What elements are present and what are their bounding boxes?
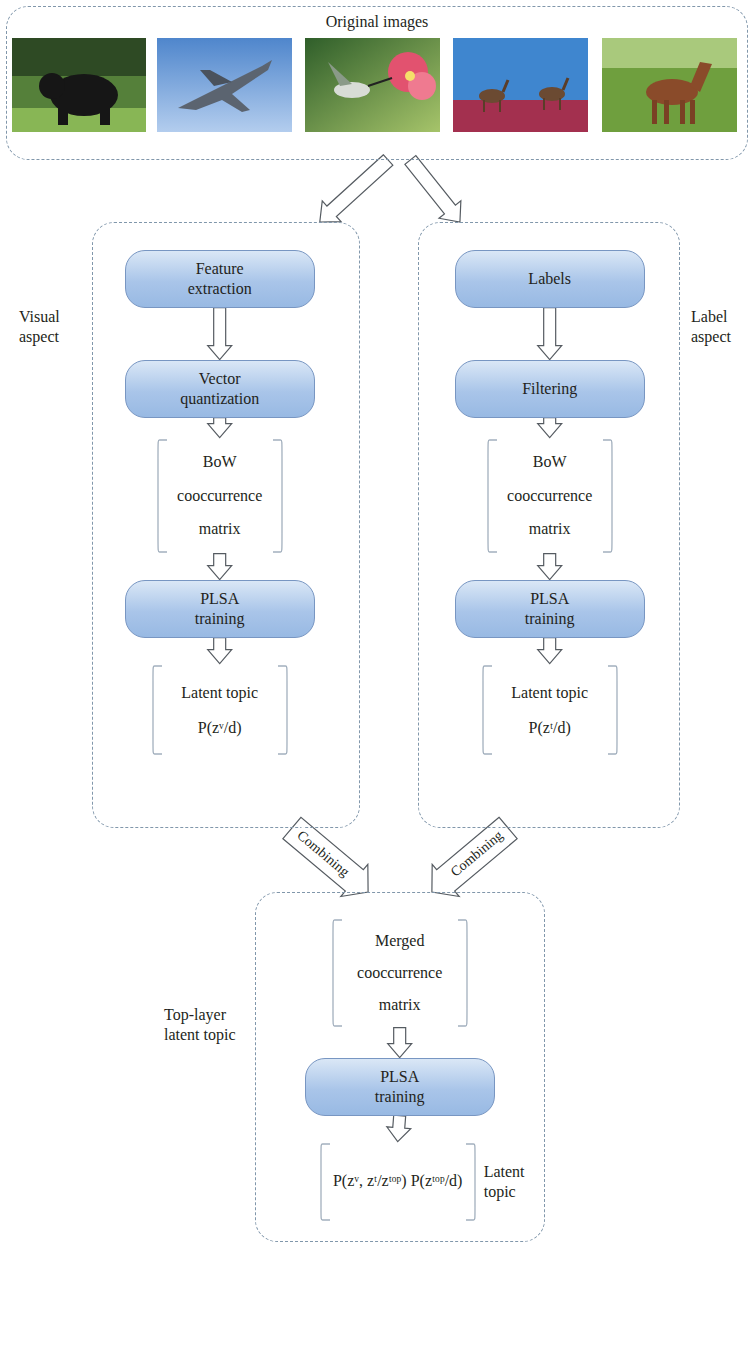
group-label: Latent topic [484,1162,538,1202]
deer-neck [503,80,508,92]
matrix-bracket: P(zᵛ, zᵗ/zᵗᵒᵖ) P(zᵗᵒᵖ/d)Latent topic [318,1142,478,1222]
block-arrow [320,155,393,222]
process-box: PLSA training [305,1058,495,1116]
bracket-stroke [458,920,467,1026]
photo-trees [12,38,146,76]
process-box: PLSA training [125,580,315,638]
box-label: Feature extraction [167,259,272,299]
matrix-bracket: Latent topic P(zᵛ/d) [150,664,290,756]
block-arrow [388,1028,412,1058]
bracket-stroke [333,920,342,1026]
photo-field [602,38,737,68]
horse-leg [690,100,695,124]
block-arrow [208,554,232,580]
jet-body [178,60,272,112]
horse-leg [664,100,669,124]
bracket-stroke [273,440,282,552]
box-label: Latent topic P(zᵛ/d) [170,675,270,745]
bear-head [39,73,65,99]
bracket-stroke [488,440,497,552]
group-box: Original images [6,6,748,160]
block-arrow [405,156,461,222]
horse-neck [690,62,712,92]
deer-body [539,87,565,101]
process-box: Feature extraction [125,250,315,308]
bracket-stroke [608,666,617,754]
box-label: Labels [497,269,602,289]
group-label: Top-layer latent topic [164,1005,238,1045]
box-label: BoW cooccurrence matrix [500,445,600,546]
bird-beak [368,78,392,86]
matrix-bracket: BoW cooccurrence matrix [485,438,615,554]
deer-body [479,89,505,103]
matrix-bracket: Latent topic P(zᵗ/d) [480,664,620,756]
jet-wing [200,70,232,86]
box-label: Merged cooccurrence matrix [350,925,450,1021]
process-box: PLSA training [455,580,645,638]
edge-label: Combining [292,827,354,882]
block-arrow [283,817,368,896]
box-label: BoW cooccurrence matrix [170,445,270,546]
bracket-stroke [278,666,287,754]
bracket-outline [480,664,620,756]
photo-jet [157,38,292,132]
bear-leg [100,105,110,125]
block-arrow [538,638,562,664]
bracket-stroke [321,1144,330,1220]
block-arrow [432,817,517,896]
process-box: Labels [455,250,645,308]
block-arrow [208,418,232,438]
block-arrow [387,1115,411,1141]
box-label: Filtering [497,379,602,399]
box-label: PLSA training [365,1067,435,1107]
bear-leg [58,105,68,125]
bird-wing [328,62,352,86]
block-arrow [208,638,232,664]
flower-center [405,71,415,81]
deer-neck [563,78,568,90]
horse-leg [680,100,685,124]
group-label: Label aspect [691,307,747,347]
bracket-stroke [158,440,167,552]
photo-bear [12,38,146,132]
process-box: Filtering [455,360,645,418]
photo-horse [602,38,737,132]
bracket-stroke [466,1144,475,1220]
block-arrow [538,554,562,580]
box-label: PLSA training [515,589,585,629]
deer-leg [543,98,545,110]
bracket-outline [150,664,290,756]
matrix-bracket: BoW cooccurrence matrix [155,438,285,554]
photo-ground [453,100,588,132]
photo-reindeer [453,38,588,100]
photo-hummingbird [305,38,440,132]
block-arrow [208,308,232,360]
block-arrow [538,308,562,360]
box-label: PLSA training [185,589,255,629]
block-arrow [538,418,562,438]
matrix-bracket: Merged cooccurrence matrix [330,918,470,1028]
group-label: Visual aspect [19,307,81,347]
edge-label: Combining [446,827,508,882]
box-label: Vector quantization [167,369,272,409]
horse-leg [652,100,657,124]
deer-leg [499,100,501,112]
bracket-stroke [153,666,162,754]
box-label: Latent topic P(zᵗ/d) [500,675,600,745]
process-box: Vector quantization [125,360,315,418]
group-box: Merged cooccurrence matrixPLSA trainingP… [255,892,545,1242]
bracket-stroke [603,440,612,552]
group-box: Feature extractionVector quantizationBoW… [92,222,360,828]
box-label: P(zᵛ, zᵗ/zᵗᵒᵖ) P(zᵗᵒᵖ/d) [330,1166,465,1196]
deer-leg [483,100,485,112]
deer-leg [559,98,561,110]
group-box: LabelsFilteringBoW cooccurrence matrixPL… [418,222,680,828]
group-label: Original images [7,12,747,32]
bracket-stroke [483,666,492,754]
